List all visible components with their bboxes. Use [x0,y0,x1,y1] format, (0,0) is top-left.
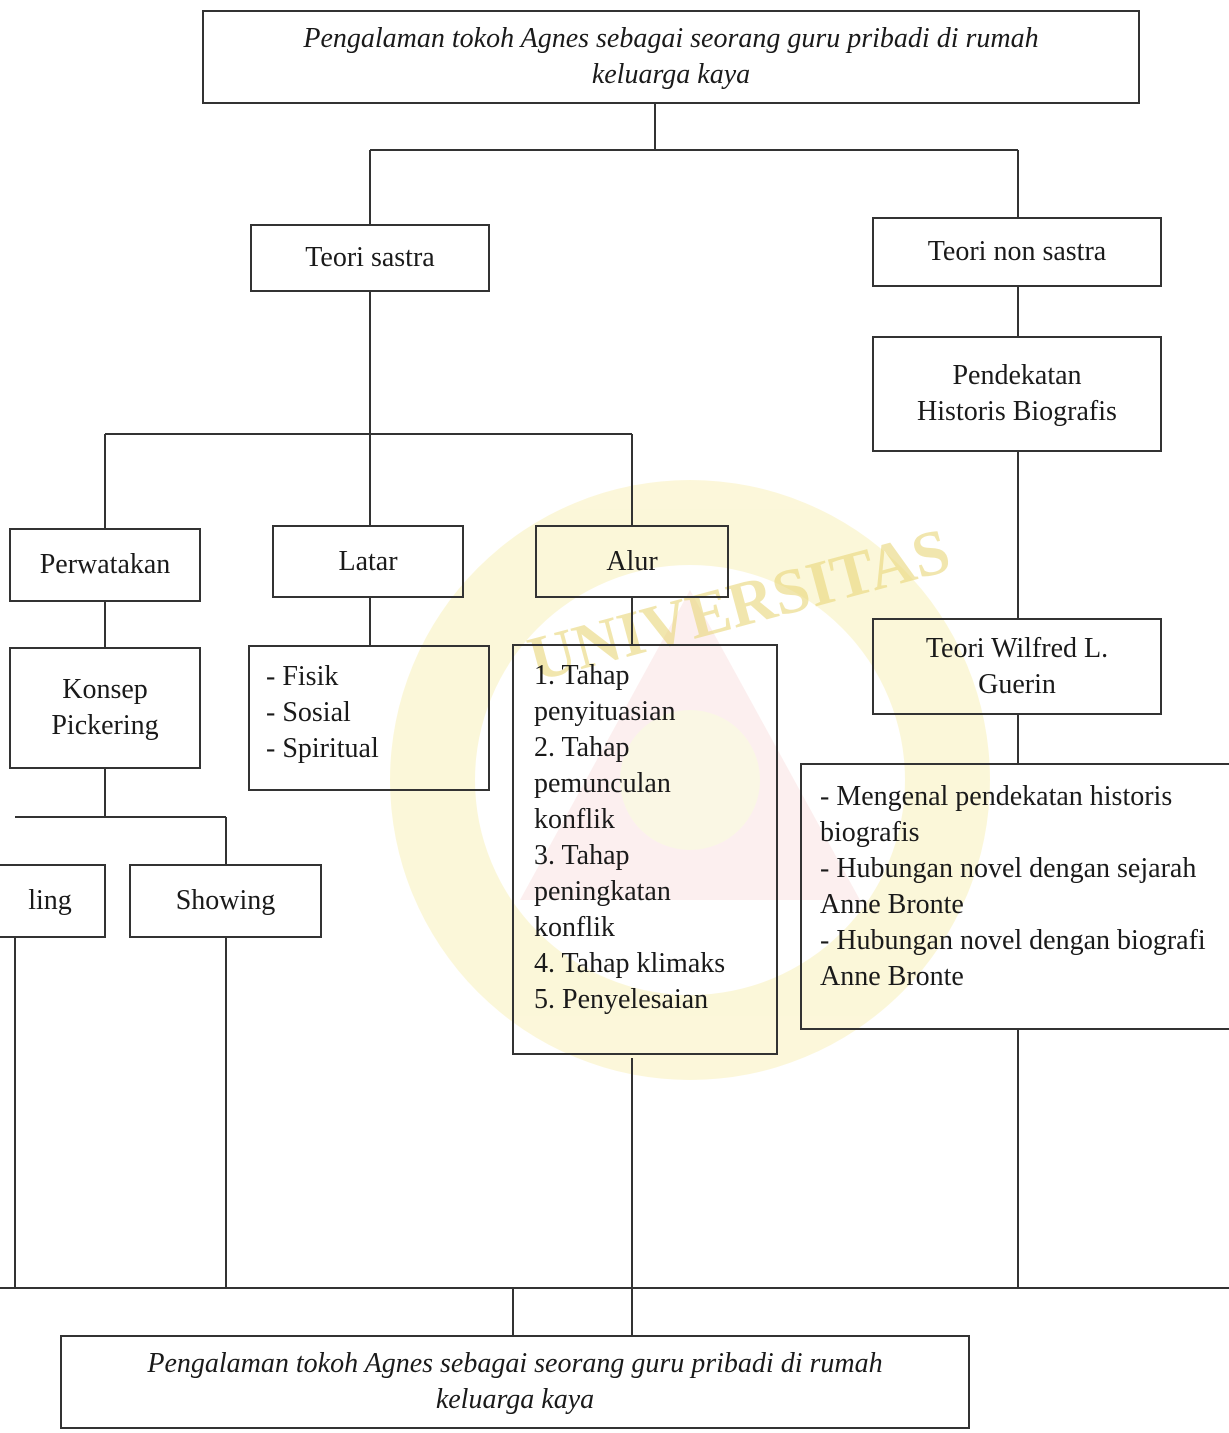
teori-non-sastra-box: Teori non sastra [872,217,1162,287]
latar-item: - Spiritual [266,733,379,764]
alur-detail-box: 1. Tahap penyituasian 2. Tahap pemuncula… [512,644,778,1055]
guerin-item: - Hubungan novel dengan biografi Anne Br… [820,925,1206,992]
pendekatan-box: Pendekatan Historis Biografis [872,336,1162,452]
perwatakan-box: Perwatakan [9,528,201,602]
top-title-text: Pengalaman tokoh Agnes sebagai seorang g… [303,23,1039,90]
bottom-title-text: Pengalaman tokoh Agnes sebagai seorang g… [147,1348,883,1415]
teori-wilfred-label: Teori Wilfred L. Guerin [925,632,1109,700]
showing-label: Showing [175,885,276,916]
teori-wilfred-box: Teori Wilfred L. Guerin [872,618,1162,715]
teori-sastra-label: Teori sastra [305,242,435,273]
alur-box: Alur [535,525,729,598]
latar-label: Latar [338,545,398,577]
konsep-pickering-box: Konsep Pickering [9,647,201,769]
pendekatan-label: Pendekatan Historis Biografis [917,360,1117,427]
perwatakan-label: Perwatakan [39,549,171,580]
teori-sastra-box: Teori sastra [250,224,490,292]
latar-detail-box: - Fisik - Sosial - Spiritual [248,645,490,791]
telling-label: ling [28,885,72,916]
teori-non-sastra-label: Teori non sastra [927,236,1107,267]
latar-box: Latar [272,525,464,598]
konsep-pickering-label: Konsep Pickering [51,674,159,741]
latar-item: - Sosial [266,697,351,728]
showing-box: Showing [129,864,322,938]
bottom-title-box: Pengalaman tokoh Agnes sebagai seorang g… [60,1335,970,1429]
alur-item: 4. Tahap klimaks [534,948,726,979]
alur-item: 1. Tahap penyituasian [534,660,676,727]
latar-item: - Fisik [266,661,339,692]
telling-box: ling [0,864,106,938]
alur-item: 3. Tahap peningkatan konflik [534,840,671,943]
alur-item: 2. Tahap pemunculan konflik [534,732,671,835]
guerin-item: - Mengenal pendekatan historis biografis [820,781,1173,848]
guerin-detail-box: - Mengenal pendekatan historis biografis… [800,763,1229,1030]
alur-item: 5. Penyelesaian [534,984,709,1015]
guerin-item: - Hubungan novel dengan sejarah Anne Bro… [820,853,1197,920]
alur-label: Alur [606,545,658,577]
top-title-box: Pengalaman tokoh Agnes sebagai seorang g… [202,10,1140,104]
